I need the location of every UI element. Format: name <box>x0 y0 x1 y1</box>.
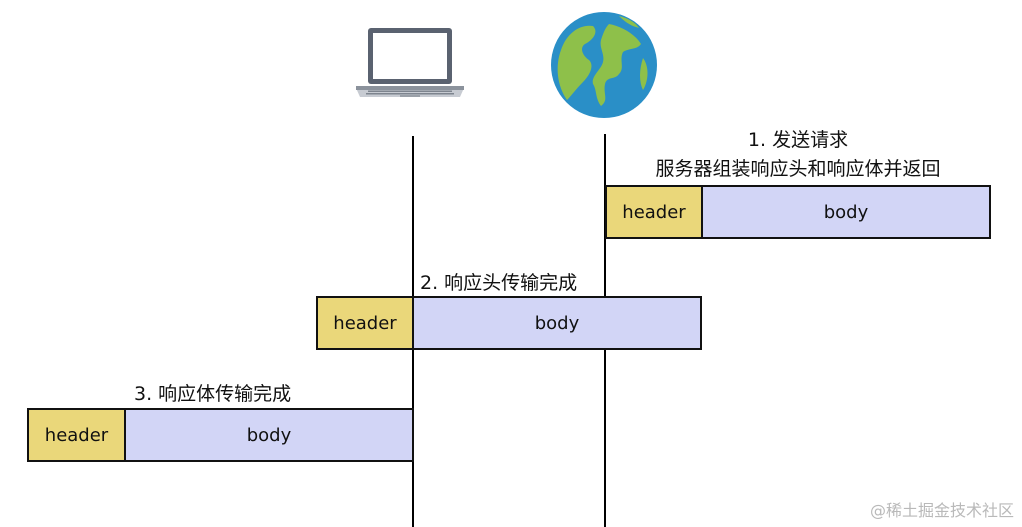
step-3-label: 3. 响应体传输完成 <box>134 383 292 405</box>
packet-1: header body <box>605 185 991 239</box>
packet-header: header <box>27 408 126 462</box>
packet-2: header body <box>316 296 702 350</box>
packet-body: body <box>124 408 414 462</box>
packet-header: header <box>316 296 414 350</box>
packet-header: header <box>605 185 703 239</box>
laptop-icon <box>356 28 464 97</box>
step-1-sublabel: 服务器组装响应头和响应体并返回 <box>655 158 941 180</box>
packet-body: body <box>412 296 702 350</box>
globe-icon <box>551 12 657 118</box>
packet-3: header body <box>27 408 414 462</box>
watermark: @稀土掘金技术社区 <box>869 501 1014 520</box>
step-2-label: 2. 响应头传输完成 <box>420 272 578 294</box>
packet-body: body <box>701 185 991 239</box>
step-1-label: 1. 发送请求 <box>747 129 849 151</box>
